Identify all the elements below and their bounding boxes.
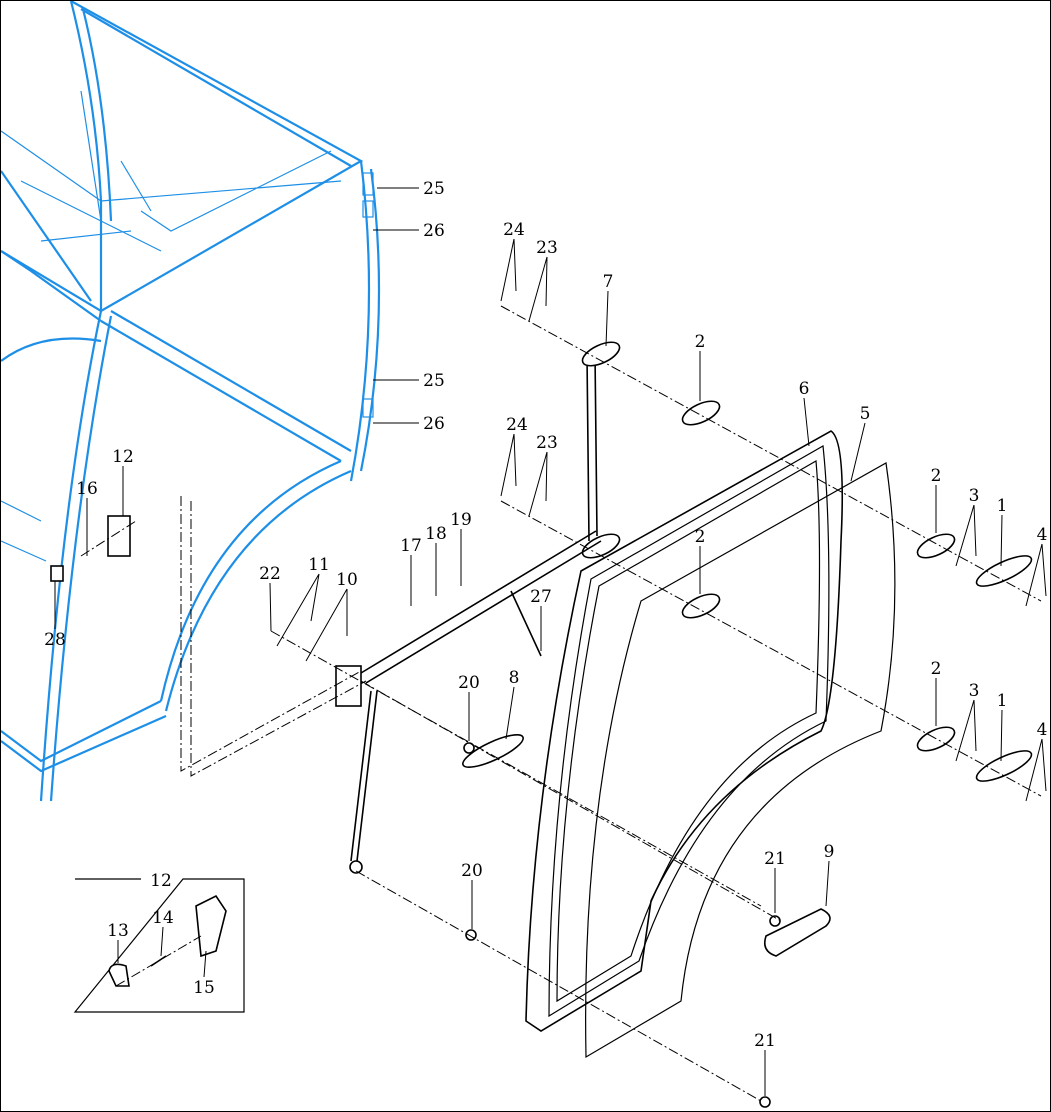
callout-20: 20 bbox=[461, 861, 483, 881]
callout-4: 4 bbox=[1037, 525, 1048, 545]
cab-frame bbox=[1, 1, 381, 802]
callout-8: 8 bbox=[509, 668, 520, 688]
callout-27: 27 bbox=[530, 587, 552, 607]
callout-25: 25 bbox=[423, 179, 445, 199]
callout-7: 7 bbox=[603, 272, 614, 292]
callout-23: 23 bbox=[536, 433, 558, 453]
callout-24: 24 bbox=[503, 220, 525, 240]
callout-3: 3 bbox=[969, 681, 980, 701]
assembly-lines bbox=[80, 305, 1042, 1102]
callout-21: 21 bbox=[764, 849, 786, 869]
callout-20: 20 bbox=[458, 673, 480, 693]
callout-2: 2 bbox=[931, 466, 942, 486]
callout-26: 26 bbox=[423, 414, 445, 434]
callout-10: 10 bbox=[336, 570, 358, 590]
callout-4: 4 bbox=[1037, 720, 1048, 740]
callout-16: 16 bbox=[76, 479, 98, 499]
callout-24: 24 bbox=[506, 415, 528, 435]
callout-2: 2 bbox=[695, 332, 706, 352]
callout-19: 19 bbox=[450, 510, 472, 530]
callout-21: 21 bbox=[754, 1031, 776, 1051]
callout-17: 17 bbox=[400, 536, 422, 556]
callout-5: 5 bbox=[860, 404, 871, 424]
callout-13: 13 bbox=[107, 921, 129, 941]
callout-14: 14 bbox=[152, 908, 174, 928]
callout-26: 26 bbox=[423, 221, 445, 241]
callout-1: 1 bbox=[997, 496, 1008, 516]
callout-28: 28 bbox=[44, 630, 66, 650]
callout-23: 23 bbox=[536, 238, 558, 258]
callout-3: 3 bbox=[969, 486, 980, 506]
inset-box-12 bbox=[73, 878, 245, 1013]
callout-11: 11 bbox=[308, 555, 330, 575]
door-glass bbox=[585, 462, 896, 1059]
callout-18: 18 bbox=[425, 524, 447, 544]
leader-lines bbox=[54, 187, 1047, 1096]
callout-1: 1 bbox=[997, 691, 1008, 711]
callout-6: 6 bbox=[799, 379, 810, 399]
callout-25: 25 bbox=[423, 371, 445, 391]
callout-15: 15 bbox=[193, 978, 215, 998]
callout-labels: 25 26 25 26 24 23 7 2 6 5 24 23 2 3 1 4 … bbox=[44, 179, 1047, 1051]
inset-title-12: 12 bbox=[150, 871, 172, 891]
callout-9: 9 bbox=[824, 842, 835, 862]
callout-22: 22 bbox=[259, 564, 281, 584]
door-frame bbox=[525, 430, 844, 1032]
callout-12: 12 bbox=[112, 447, 134, 467]
callout-2: 2 bbox=[931, 659, 942, 679]
callout-2: 2 bbox=[695, 527, 706, 547]
